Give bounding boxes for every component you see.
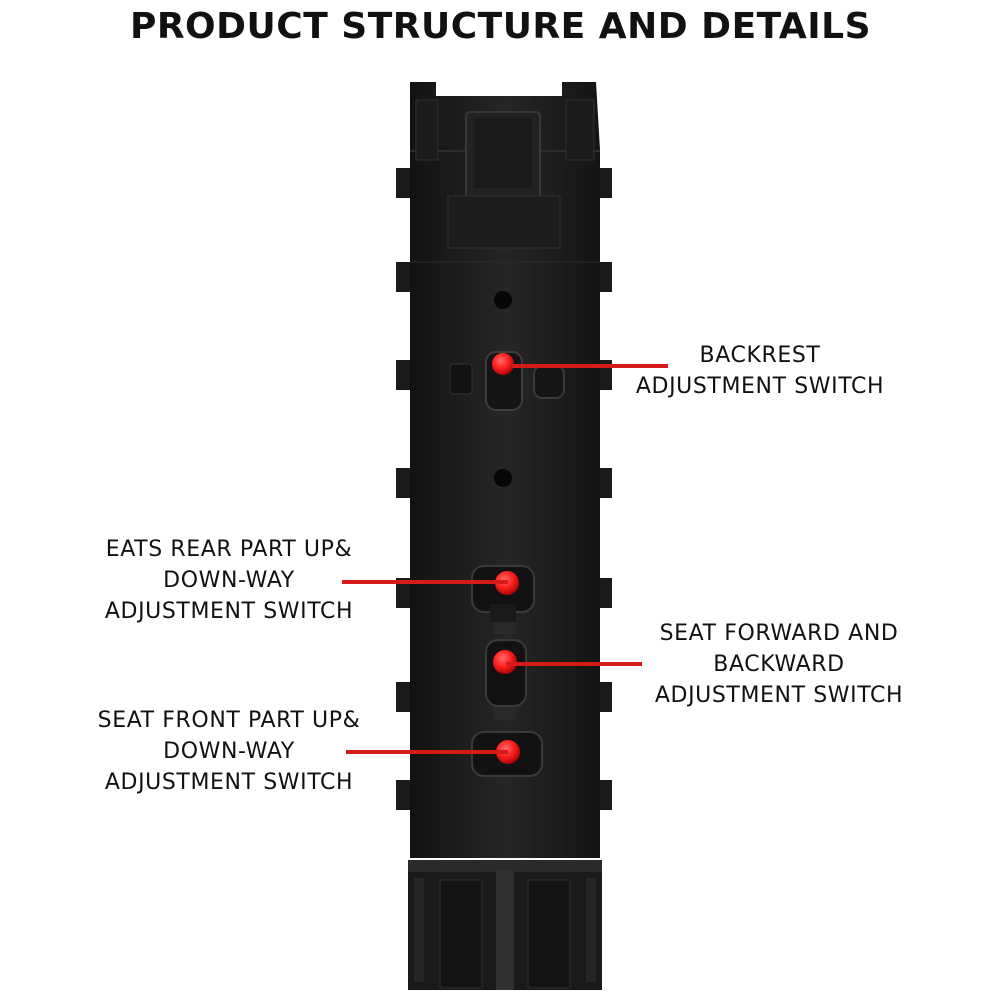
callout-front-line-2: DOWN-WAY: [163, 739, 295, 764]
callout-rear-line-3: ADJUSTMENT SWITCH: [104, 599, 354, 624]
callout-backrest: BACKREST ADJUSTMENT SWITCH: [628, 340, 892, 402]
callout-front-line-1: SEAT FRONT PART UP&: [97, 708, 361, 733]
callout-front: SEAT FRONT PART UP& DOWN-WAY ADJUSTMENT …: [86, 705, 372, 798]
page-title: PRODUCT STRUCTURE AND DETAILS: [129, 6, 872, 47]
front-up-down-switch: [471, 708, 543, 777]
forward-leader-line: [506, 662, 642, 666]
forward-backward-switch: [485, 622, 527, 707]
callout-rear-line-2: DOWN-WAY: [163, 568, 295, 593]
rear-leader-line: [342, 580, 508, 584]
callout-forward-line-2: BACKWARD: [713, 652, 845, 677]
callout-forward-line-1: SEAT FORWARD AND: [659, 621, 899, 646]
callout-forward-line-3: ADJUSTMENT SWITCH: [654, 683, 904, 708]
backrest-leader-line: [512, 364, 668, 368]
callout-forward: SEAT FORWARD AND BACKWARD ADJUSTMENT SWI…: [640, 618, 918, 711]
connector: [408, 860, 602, 990]
callout-front-line-3: ADJUSTMENT SWITCH: [104, 770, 354, 795]
callout-rear-line-1: EATS REAR PART UP&: [105, 537, 353, 562]
front-leader-line: [346, 750, 508, 754]
mount-holes: [494, 291, 512, 487]
callout-rear: EATS REAR PART UP& DOWN-WAY ADJUSTMENT S…: [88, 534, 370, 627]
callout-backrest-line-2: ADJUSTMENT SWITCH: [635, 374, 885, 399]
side-clips: [396, 168, 612, 810]
callout-backrest-line-1: BACKREST: [699, 343, 821, 368]
